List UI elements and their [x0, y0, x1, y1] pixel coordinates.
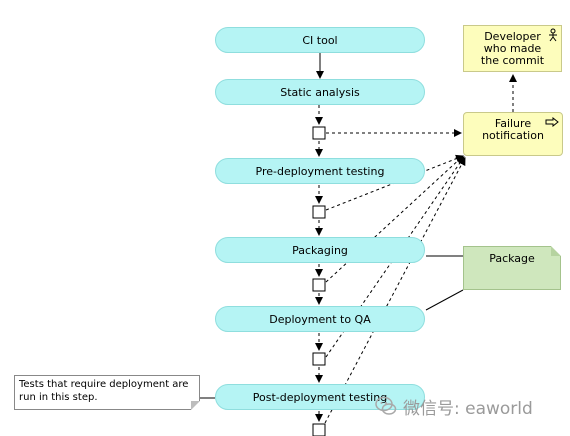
flow-gate5-to-failure [324, 157, 466, 424]
stage-post-deployment-testing: Post-deployment testing [215, 384, 425, 410]
developer-line-2: who made [483, 42, 542, 55]
actor-icon [547, 28, 559, 45]
stage-ci-tool: CI tool [215, 27, 425, 53]
event-arrow-icon [545, 116, 559, 130]
note-fold [191, 401, 200, 410]
gate-3 [312, 278, 326, 292]
stage-label: Pre-deployment testing [255, 164, 385, 178]
note-line-2: run in this step. [19, 392, 98, 403]
failure-line-2: notification [482, 129, 544, 142]
package-label: Package [489, 252, 535, 265]
gate-2 [312, 205, 326, 219]
package-artifact: Package [463, 246, 561, 290]
package-fold [551, 246, 561, 256]
stage-label: Static analysis [280, 85, 360, 99]
stage-label: Packaging [292, 243, 348, 257]
failure-line-1: Failure [494, 117, 532, 130]
stage-pre-deployment-testing: Pre-deployment testing [215, 158, 425, 184]
gate-4 [312, 352, 326, 366]
watermark: 微信号: eaworld [375, 395, 565, 419]
failure-notification-box: Failure notification [463, 112, 563, 156]
stage-static-analysis: Static analysis [215, 79, 425, 105]
wechat-logo-icon [375, 396, 397, 415]
note-box: Tests that require deployment are run in… [14, 375, 200, 410]
stage-label: CI tool [302, 33, 338, 47]
assoc-deploy-to-package [425, 289, 464, 311]
note-line-1: Tests that require deployment are [19, 379, 189, 390]
stage-label: Post-deployment testing [252, 390, 388, 404]
watermark-text: 微信号: eaworld [403, 398, 533, 419]
gate-1 [312, 126, 326, 140]
developer-box: Developer who made the commit [463, 25, 562, 72]
stage-label: Deployment to QA [269, 312, 371, 326]
developer-line-3: the commit [480, 54, 545, 67]
gate-5 [312, 423, 326, 436]
developer-line-1: Developer [484, 30, 541, 43]
stage-deployment-to-qa: Deployment to QA [215, 306, 425, 332]
stage-packaging: Packaging [215, 237, 425, 263]
